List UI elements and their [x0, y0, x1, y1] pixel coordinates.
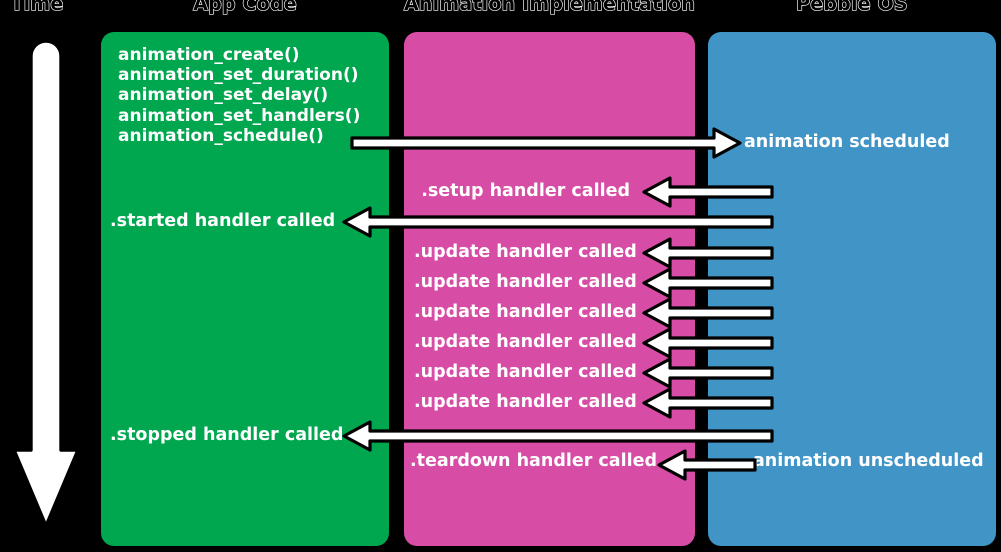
event-label-animation-unscheduled: animation unscheduled [753, 451, 984, 471]
app-code-call-3: animation_set_handlers() [118, 105, 361, 126]
lane-animation-implementation [404, 32, 695, 546]
event-label-update-handler-4: .update handler called [414, 332, 637, 352]
app-code-call-0: animation_create() [118, 45, 300, 65]
arrow-setup-handler [640, 175, 776, 209]
arrow-update-handler-1 [640, 236, 776, 270]
event-label-setup-handler: .setup handler called [421, 181, 630, 201]
arrow-started-handler [340, 205, 776, 239]
app-code-call-4: animation_schedule() [118, 125, 324, 146]
event-label-update-handler-2: .update handler called [414, 272, 637, 292]
event-label-update-handler-3: .update handler called [414, 302, 637, 322]
column-header-animation-implementation: Animation Implementation [403, 0, 696, 16]
event-label-animation-scheduled: animation scheduled [744, 132, 950, 152]
arrow-update-handler-3 [640, 296, 776, 330]
event-label-started-handler: .started handler called [110, 211, 336, 231]
arrow-update-handler-4 [640, 326, 776, 360]
event-label-update-handler-1: .update handler called [414, 242, 637, 262]
event-label-teardown-handler: .teardown handler called [410, 451, 658, 471]
column-header-app-code: App Code [193, 0, 298, 16]
lane-app-code [101, 32, 389, 546]
arrow-animation-scheduled [348, 126, 744, 160]
arrow-update-handler-5 [640, 356, 776, 390]
event-label-update-handler-6: .update handler called [414, 392, 637, 412]
event-label-stopped-handler: .stopped handler called [110, 425, 344, 445]
arrow-update-handler-2 [640, 266, 776, 300]
time-axis-arrow [8, 39, 84, 540]
column-header-time: Time [10, 0, 64, 16]
app-code-call-list: animation_create()animation_set_duration… [118, 45, 360, 146]
event-label-update-handler-5: .update handler called [414, 362, 637, 382]
app-code-call-2: animation_set_delay() [118, 85, 329, 106]
app-code-call-1: animation_set_duration() [118, 65, 359, 86]
column-header-pebble-os: Pebble OS [796, 0, 909, 16]
arrow-update-handler-6 [640, 386, 776, 420]
arrow-teardown-handler [655, 448, 759, 482]
arrow-stopped-handler [340, 419, 776, 453]
